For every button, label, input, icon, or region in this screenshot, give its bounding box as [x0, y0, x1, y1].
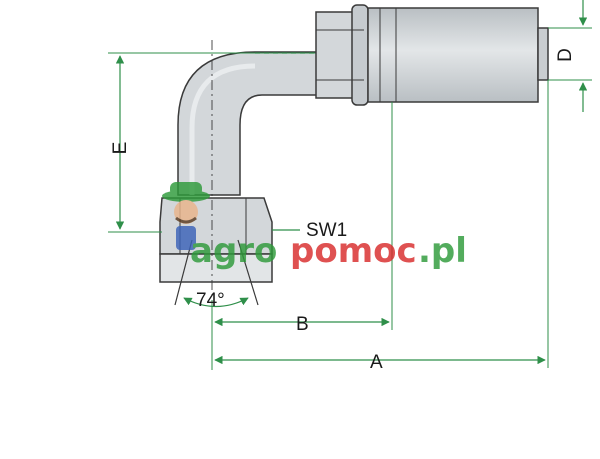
- bent-tube: [177, 51, 321, 196]
- dimension-e: [108, 52, 162, 233]
- watermark-text-green: agro: [190, 231, 277, 271]
- farmer-mascot-icon: [162, 182, 210, 250]
- label-a: A: [370, 352, 383, 373]
- dimension-d: [548, 0, 592, 112]
- ferrule: [367, 7, 549, 103]
- label-b: B: [296, 314, 309, 335]
- label-angle: 74°: [196, 290, 225, 311]
- label-d: D: [555, 48, 576, 62]
- dimension-b: [211, 102, 393, 370]
- dimension-a: [214, 80, 549, 368]
- watermark-text-domain: .pl: [418, 231, 467, 271]
- swivel-nut-top: [315, 4, 369, 106]
- watermark-logo: agro pomoc .pl: [162, 182, 467, 271]
- label-sw1: SW1: [306, 220, 347, 241]
- cone-angle-lines: [174, 239, 259, 307]
- label-e: E: [110, 142, 131, 155]
- watermark-text-red: pomoc: [290, 231, 417, 271]
